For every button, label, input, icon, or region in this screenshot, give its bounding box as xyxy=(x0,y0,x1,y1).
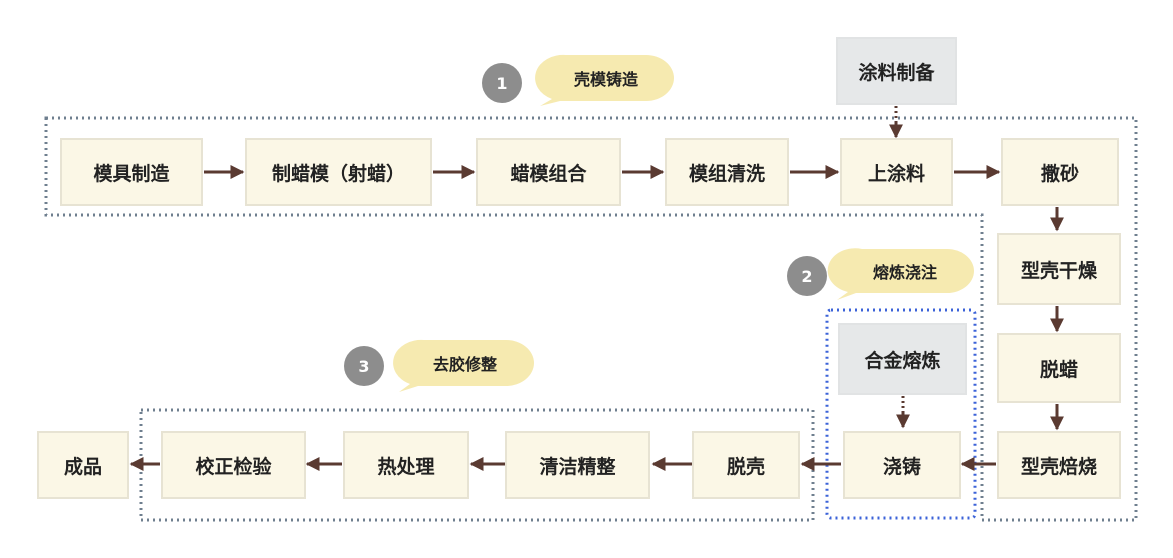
step-dewaxing: 脱蜡 xyxy=(997,333,1121,403)
step-shell-removal: 脱壳 xyxy=(692,431,800,499)
step-wax-pattern: 制蜡模（射蜡） xyxy=(245,138,432,206)
step-assembly-cleaning: 模组清洗 xyxy=(665,138,789,206)
step-mold-making: 模具制造 xyxy=(60,138,203,206)
step-sanding: 撒砂 xyxy=(1001,138,1119,206)
step-straightening-inspection: 校正检验 xyxy=(161,431,306,499)
step-cleaning-finishing: 清洁精整 xyxy=(505,431,650,499)
stage-2-label: 熔炼浇注 xyxy=(872,263,937,282)
stage-1-label: 壳模铸造 xyxy=(573,70,638,89)
step-heat-treatment: 热处理 xyxy=(343,431,469,499)
stage-1-bubble xyxy=(535,54,674,106)
stage-2-bubble xyxy=(827,248,974,300)
stage-3-bubble xyxy=(393,339,534,392)
step-alloy-melting: 合金熔炼 xyxy=(838,323,967,395)
stage-3-label: 去胶修整 xyxy=(432,355,497,374)
step-coating: 上涂料 xyxy=(840,138,953,206)
step-shell-firing: 型壳焙烧 xyxy=(997,431,1121,499)
step-wax-assembly: 蜡模组合 xyxy=(476,138,621,206)
stage-2-badge: 2 xyxy=(787,256,827,296)
stage-3-badge: 3 xyxy=(344,346,384,386)
step-pouring: 浇铸 xyxy=(843,431,961,499)
step-shell-drying: 型壳干燥 xyxy=(997,233,1121,305)
step-finished-product: 成品 xyxy=(37,431,129,499)
step-coating-prep: 涂料制备 xyxy=(836,37,957,105)
stage-2-region xyxy=(825,308,977,520)
stage-1-region xyxy=(44,116,1138,522)
stage-1-badge: 1 xyxy=(482,63,522,103)
